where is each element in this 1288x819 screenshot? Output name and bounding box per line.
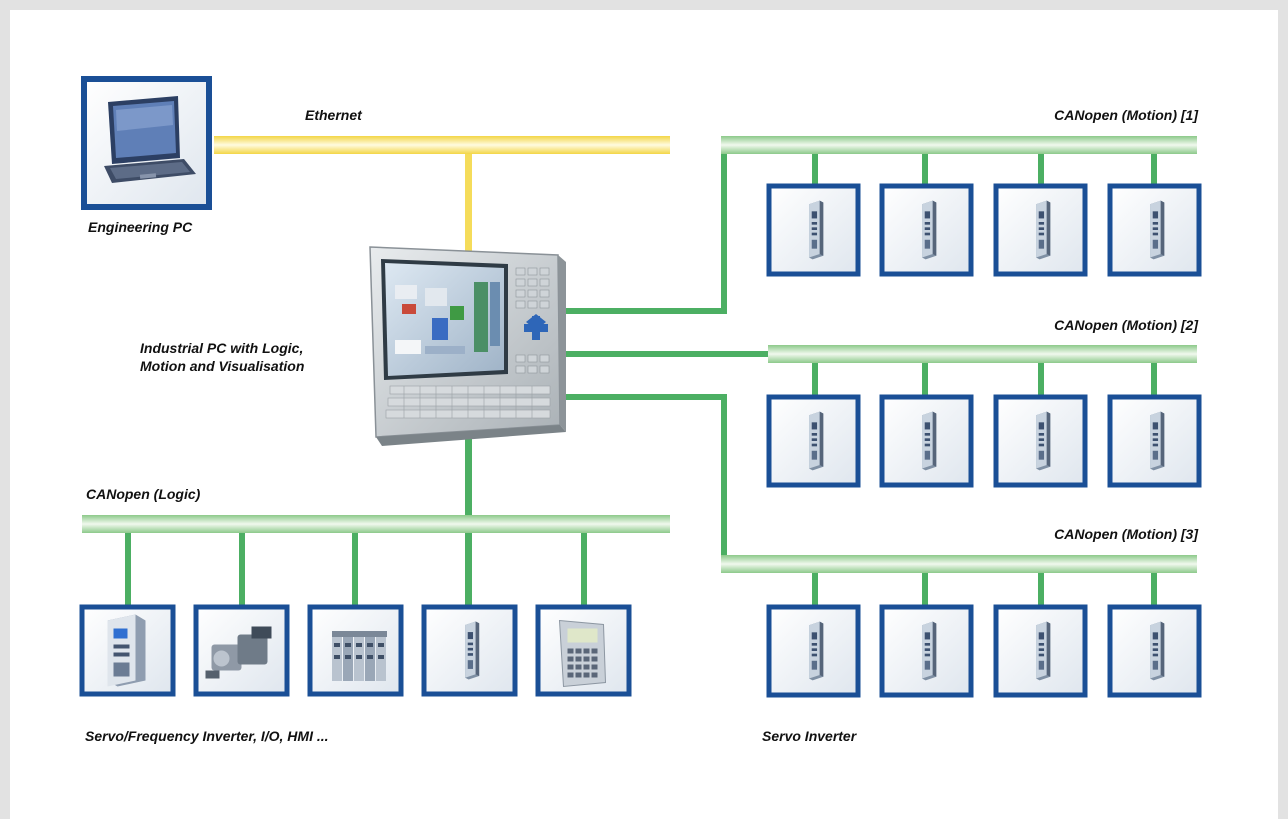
motion-2-device-3 xyxy=(993,394,1088,488)
servo-inverter-icon xyxy=(809,621,824,681)
motion-2-device-4 xyxy=(1107,394,1202,488)
logic-device-5 xyxy=(535,604,632,697)
motion-1-device-3 xyxy=(993,183,1088,277)
canopen-motion-2-label: CANopen (Motion) [2] xyxy=(1054,317,1198,333)
ethernet-link xyxy=(214,136,670,252)
servo-inverter-icon xyxy=(809,200,824,260)
motion-1-device-4 xyxy=(1107,183,1202,277)
io-module-icon xyxy=(332,631,387,681)
motion-2-device-1 xyxy=(766,394,861,488)
canopen-logic-bus xyxy=(82,428,670,607)
servo-inverter-icon xyxy=(1150,411,1165,471)
engineering-pc xyxy=(81,76,212,210)
servo-inverter-icon xyxy=(809,411,824,471)
canopen-motion-3-bus xyxy=(560,394,1197,607)
industrial-pc-label-line-1: Industrial PC with Logic, xyxy=(140,340,304,356)
ethernet-label: Ethernet xyxy=(305,107,362,123)
hmi-panel-icon xyxy=(558,619,607,688)
logic-device-1 xyxy=(79,604,176,697)
servo-inverter-icon xyxy=(465,621,480,680)
canopen-logic-label: CANopen (Logic) xyxy=(86,486,201,502)
motion-1-device-2 xyxy=(879,183,974,277)
servo-inverter-icon xyxy=(1036,411,1051,471)
laptop-icon xyxy=(104,96,196,183)
motion-3-device-1 xyxy=(766,604,861,698)
servo-inverter-label: Servo Inverter xyxy=(762,728,857,744)
motion-2-device-2 xyxy=(879,394,974,488)
canopen-motion-3-label: CANopen (Motion) [3] xyxy=(1054,526,1198,542)
servo-inverter-icon xyxy=(922,411,937,471)
motion-3-device-3 xyxy=(993,604,1088,698)
canopen-motion-1-label: CANopen (Motion) [1] xyxy=(1054,107,1198,123)
motion-1-device-1 xyxy=(766,183,861,277)
servo-inverter-icon xyxy=(1036,621,1051,681)
industrial-pc-label-line-2: Motion and Visualisation xyxy=(140,358,305,375)
servo-inverter-icon xyxy=(1150,200,1165,260)
servo-drive-icon xyxy=(107,614,146,687)
motor-gearbox-icon xyxy=(205,626,272,679)
motion-3-device-2 xyxy=(879,604,974,698)
servo-inverter-icon xyxy=(922,200,937,260)
industrial-pc-label: Industrial PC with Logic, Motion and Vis… xyxy=(140,339,304,375)
logic-device-4 xyxy=(421,604,518,697)
servo-inverter-icon xyxy=(1150,621,1165,681)
engineering-pc-label: Engineering PC xyxy=(88,219,193,235)
logic-devices-label: Servo/Frequency Inverter, I/O, HMI ... xyxy=(85,728,329,744)
logic-device-2 xyxy=(193,604,290,697)
servo-inverter-icon xyxy=(922,621,937,681)
logic-device-3 xyxy=(307,604,404,697)
canopen-motion-2-bus xyxy=(560,345,1197,397)
canopen-motion-1-bus xyxy=(560,136,1197,314)
servo-inverter-icon xyxy=(1036,200,1051,260)
industrial-pc xyxy=(369,246,566,446)
industrial-pc-icon xyxy=(369,246,566,446)
motion-3-device-4 xyxy=(1107,604,1202,698)
